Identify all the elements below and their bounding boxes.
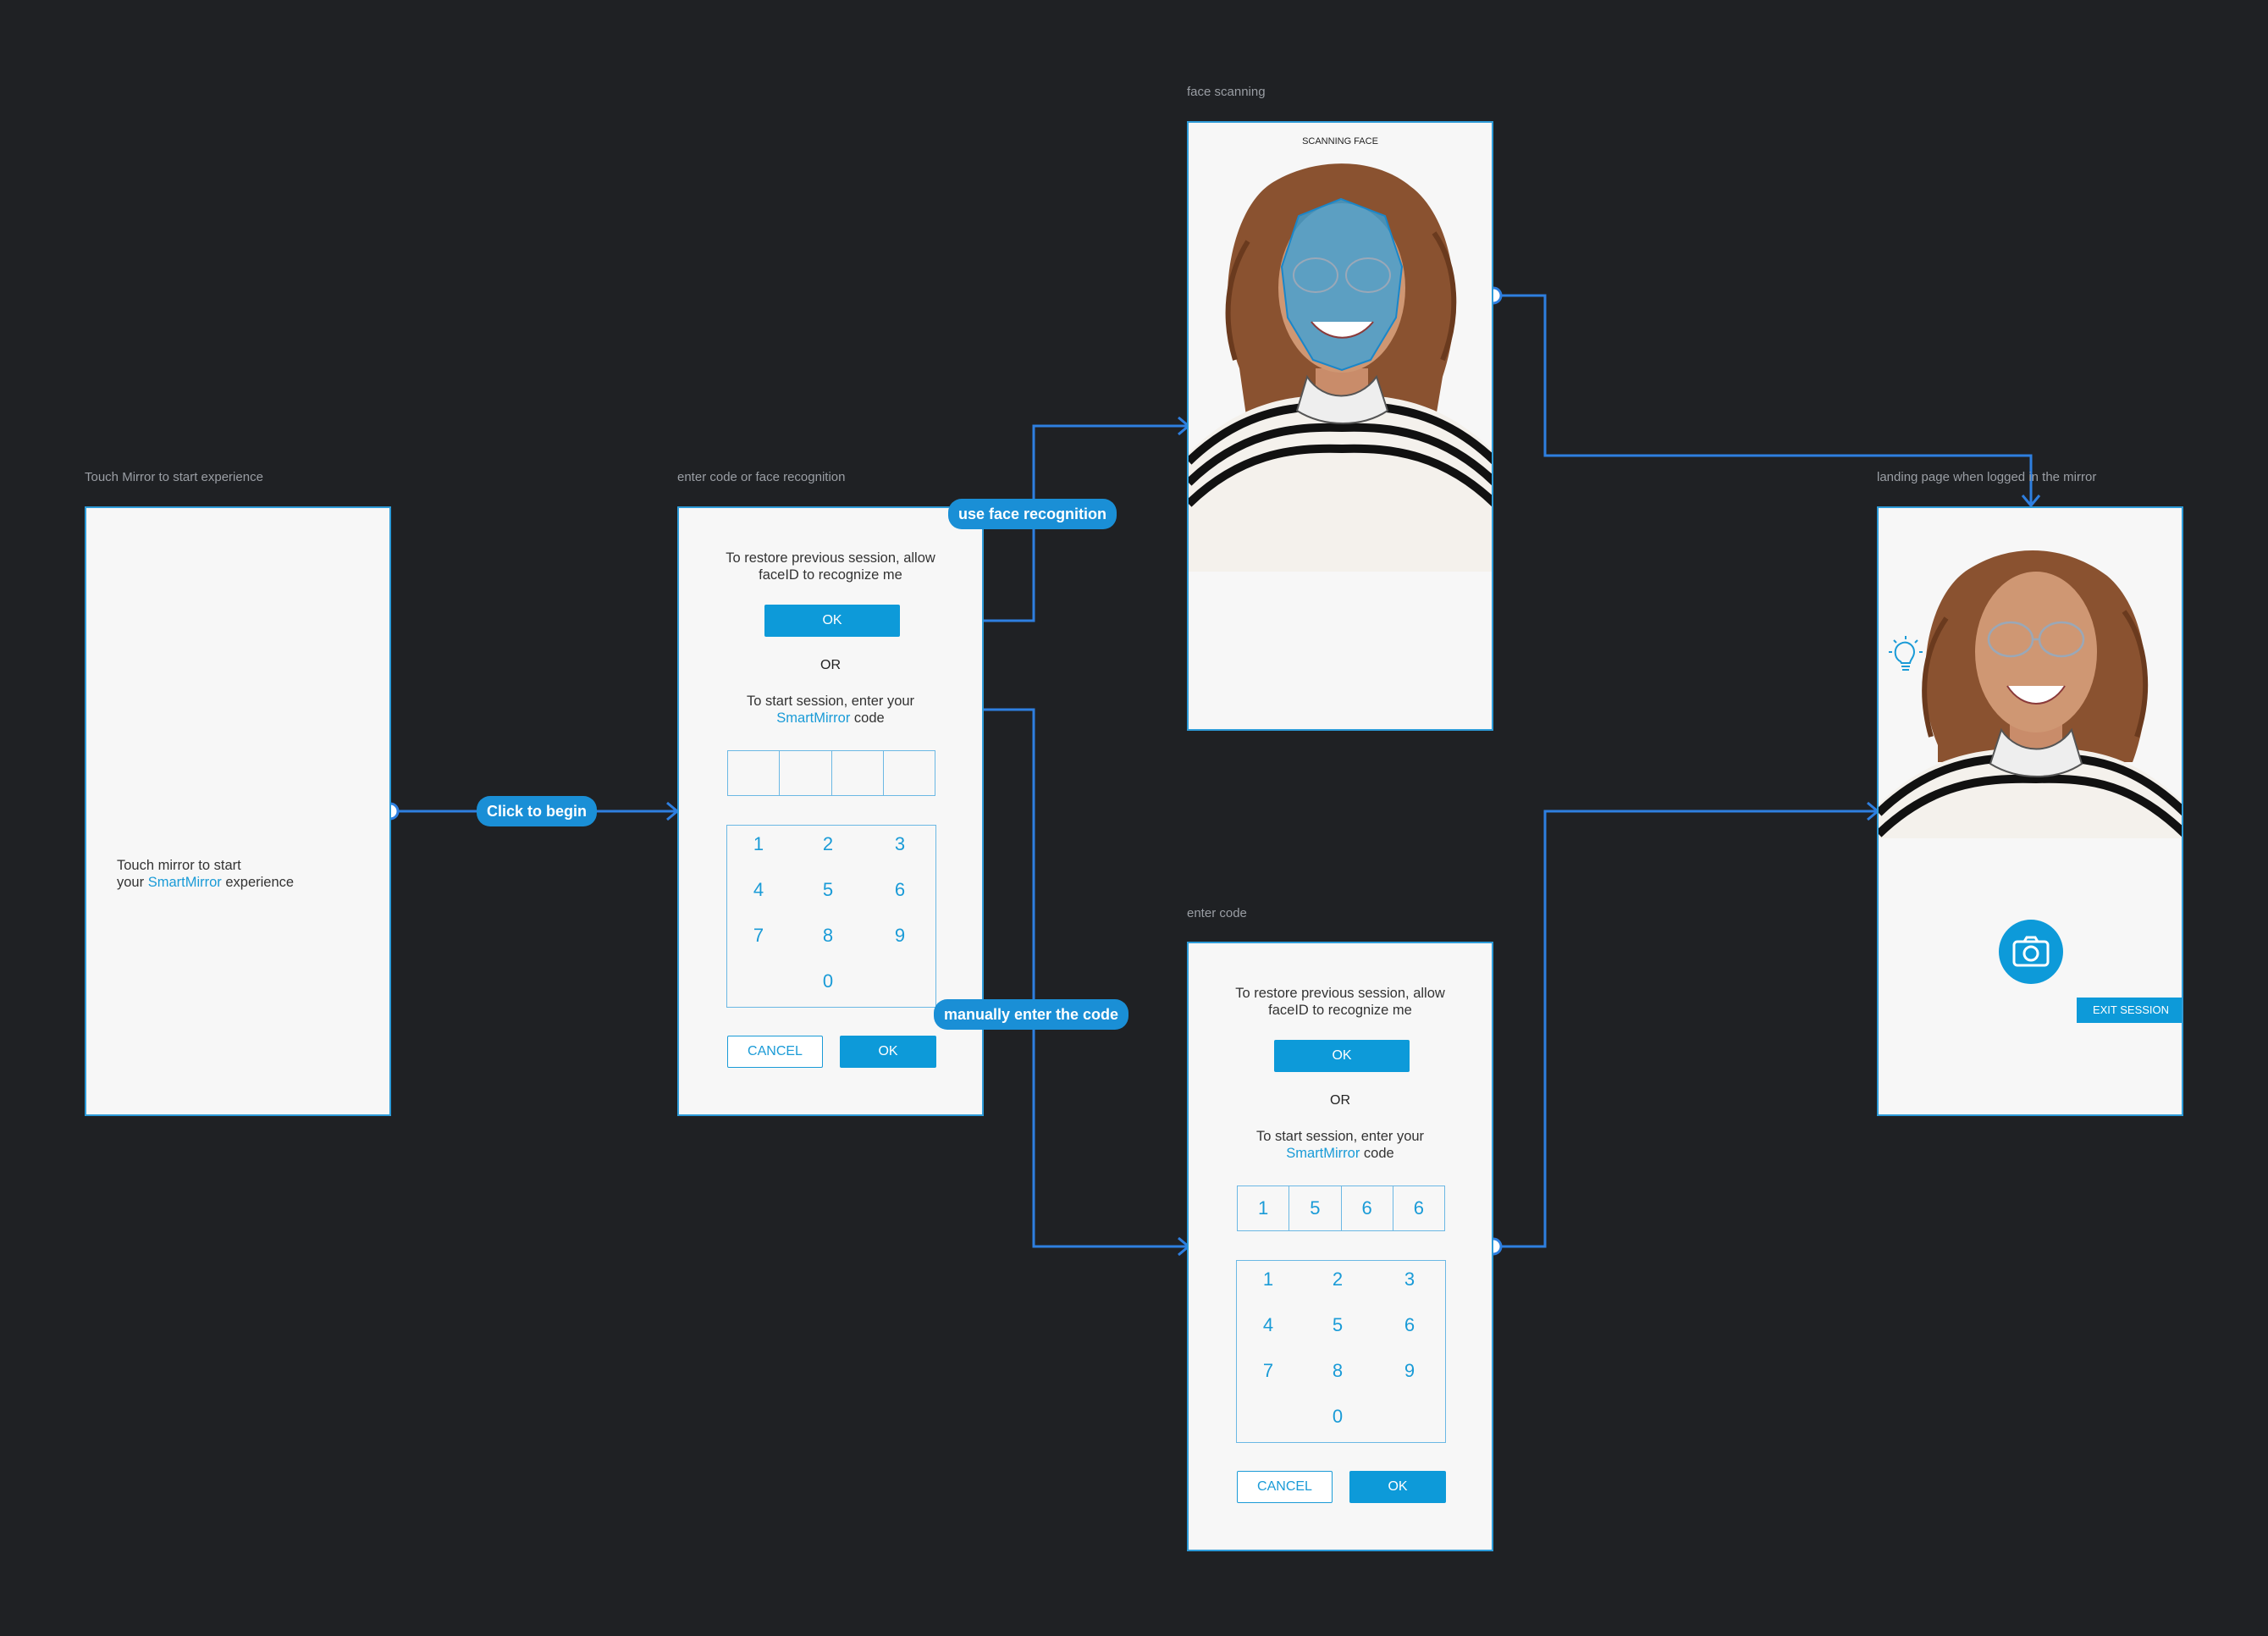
keypad-key[interactable]: 7 bbox=[1262, 1360, 1274, 1381]
confirm-code-button[interactable]: OK bbox=[1349, 1471, 1446, 1503]
code-digit[interactable] bbox=[780, 751, 832, 795]
restore-prompt: To restore previous session, allow faceI… bbox=[1235, 986, 1445, 1018]
code-digit[interactable]: 6 bbox=[1342, 1186, 1393, 1230]
start-message: Touch mirror to start your SmartMirror e… bbox=[117, 857, 294, 891]
frame-touch-to-start[interactable]: Touch mirror to start your SmartMirror e… bbox=[85, 506, 391, 1116]
frame-label-scan: face scanning bbox=[1187, 85, 1266, 99]
code-input[interactable]: 1 5 6 6 bbox=[1237, 1186, 1445, 1231]
brand-name: SmartMirror bbox=[776, 710, 851, 726]
keypad-key[interactable]: 4 bbox=[1262, 1314, 1274, 1335]
keypad-key[interactable]: 7 bbox=[753, 925, 764, 946]
code-digit[interactable] bbox=[884, 751, 935, 795]
keypad: 1 2 3 4 5 6 7 8 9 0 bbox=[726, 825, 936, 1008]
keypad-key[interactable]: 6 bbox=[1404, 1314, 1415, 1335]
session-prompt: To start session, enter your SmartMirror… bbox=[1255, 1129, 1425, 1161]
face-photo bbox=[1189, 163, 1492, 572]
session-prompt: To start session, enter your SmartMirror… bbox=[746, 694, 915, 726]
code-digit[interactable]: 1 bbox=[1238, 1186, 1290, 1230]
code-input[interactable] bbox=[727, 750, 935, 796]
frame-label-landing: landing page when logged in the mirror bbox=[1877, 470, 2097, 484]
keypad-key[interactable]: 6 bbox=[894, 879, 906, 900]
code-digit[interactable] bbox=[832, 751, 884, 795]
frame-landing-page: EXIT SESSION bbox=[1877, 506, 2183, 1116]
brand-name: SmartMirror bbox=[147, 875, 222, 890]
click-to-begin-label: Click to begin bbox=[477, 796, 598, 826]
confirm-code-button[interactable]: OK bbox=[840, 1036, 936, 1068]
frame-label-code: enter code bbox=[1187, 906, 1247, 920]
code-digit[interactable]: 6 bbox=[1413, 1197, 1424, 1219]
keypad-key[interactable]: 9 bbox=[894, 925, 906, 946]
lightbulb-icon[interactable] bbox=[1887, 635, 1924, 681]
connector-code-to-landing bbox=[1493, 810, 1878, 1248]
keypad-key[interactable]: 3 bbox=[1404, 1268, 1415, 1290]
scanning-title: SCANNING FACE bbox=[1302, 136, 1378, 146]
keypad-key[interactable]: 2 bbox=[822, 833, 834, 854]
keypad-key[interactable]: 5 bbox=[1332, 1314, 1344, 1335]
keypad: 1 2 3 4 5 6 7 8 9 0 bbox=[1236, 1260, 1446, 1443]
code-digit[interactable]: 5 bbox=[1289, 1186, 1342, 1230]
code-digit[interactable] bbox=[728, 751, 781, 795]
frame-choose-method: To restore previous session, allow faceI… bbox=[677, 506, 984, 1116]
start-message-line1: Touch mirror to start bbox=[117, 858, 241, 873]
brand-name: SmartMirror bbox=[1286, 1146, 1360, 1161]
camera-icon[interactable] bbox=[1998, 919, 2064, 985]
face-id-ok-button[interactable]: OK bbox=[764, 605, 900, 637]
keypad-key[interactable]: 4 bbox=[753, 879, 764, 900]
connector-manual-code bbox=[953, 708, 1189, 1248]
restore-prompt: To restore previous session, allow faceI… bbox=[726, 550, 935, 583]
or-divider: OR bbox=[820, 658, 841, 672]
keypad-key[interactable]: 1 bbox=[753, 833, 764, 854]
keypad-key[interactable]: 8 bbox=[822, 925, 834, 946]
frame-label-choose: enter code or face recognition bbox=[677, 470, 846, 484]
exit-session-button[interactable]: EXIT SESSION bbox=[2077, 998, 2182, 1023]
keypad-key[interactable]: 8 bbox=[1332, 1360, 1344, 1381]
frame-enter-code: To restore previous session, allow faceI… bbox=[1187, 942, 1493, 1551]
face-id-ok-button[interactable]: OK bbox=[1274, 1040, 1410, 1072]
user-photo bbox=[1879, 550, 2182, 838]
keypad-key[interactable]: 5 bbox=[822, 879, 834, 900]
keypad-key[interactable]: 9 bbox=[1404, 1360, 1415, 1381]
keypad-key[interactable]: 1 bbox=[1262, 1268, 1274, 1290]
frame-face-scanning: SCANNING FACE bbox=[1187, 121, 1493, 731]
use-face-recognition-label: use face recognition bbox=[948, 499, 1117, 529]
frame-label-start: Touch Mirror to start experience bbox=[85, 470, 263, 484]
manually-enter-code-label: manually enter the code bbox=[934, 999, 1129, 1030]
keypad-key[interactable]: 0 bbox=[1332, 1406, 1344, 1427]
or-divider: OR bbox=[1330, 1093, 1350, 1108]
start-message-line2: your SmartMirror experience bbox=[117, 875, 295, 890]
cancel-button[interactable]: CANCEL bbox=[727, 1036, 823, 1068]
cancel-button[interactable]: CANCEL bbox=[1237, 1471, 1333, 1503]
keypad-key[interactable]: 0 bbox=[822, 970, 834, 992]
keypad-key[interactable]: 2 bbox=[1332, 1268, 1344, 1290]
keypad-key[interactable]: 3 bbox=[894, 833, 906, 854]
